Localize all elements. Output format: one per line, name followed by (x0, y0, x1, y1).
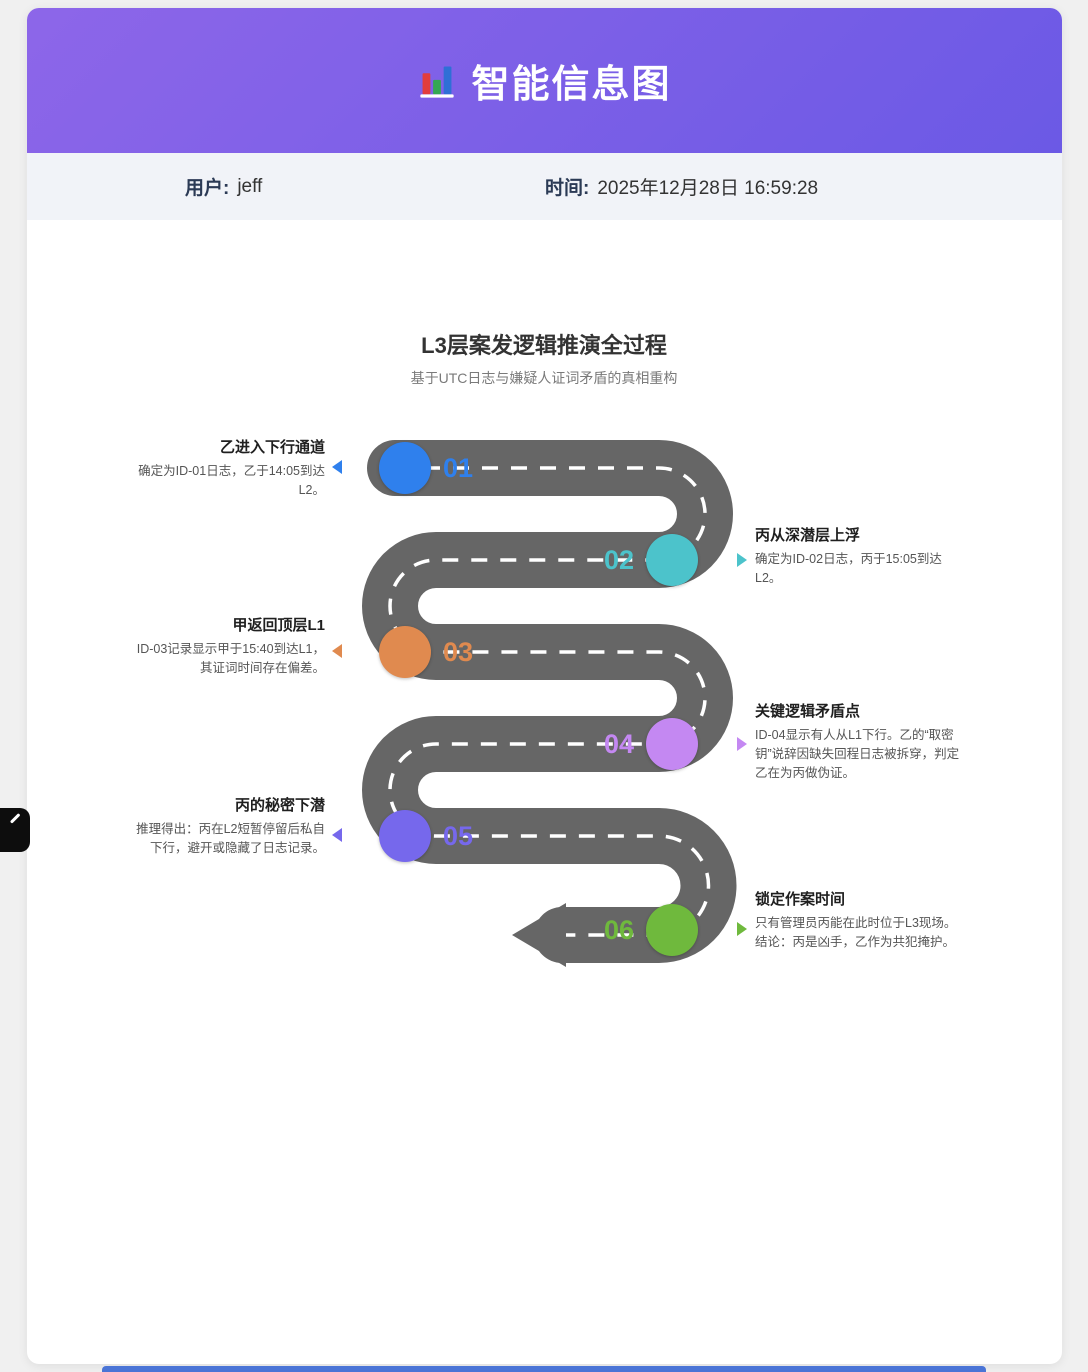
milestone-heading-02: 丙从深潜层上浮 (755, 527, 861, 544)
milestone-circle-05 (379, 810, 431, 862)
user-value: jeff (237, 175, 263, 197)
time-info: 时间: 2025年12月28日 16:59:28 (545, 153, 818, 220)
road-arrowhead (512, 903, 566, 967)
milestone-label-04: 关键逻辑矛盾点 ID-04显示有人从L1下行。乙的“取密钥”说辞因缺失回程日志被… (755, 700, 965, 782)
footer-accent-bar (102, 1366, 986, 1372)
milestone-pointer-04 (737, 737, 747, 751)
time-value: 2025年12月28日 16:59:28 (597, 178, 819, 199)
milestone-pointer-05 (332, 828, 342, 842)
bar-chart-icon (420, 66, 455, 98)
milestone-label-06: 锁定作案时间 只有管理员丙能在此时位于L3现场。结论：丙是凶手，乙作为共犯掩护。 (755, 888, 965, 952)
milestone-body-01: 确定为ID-01日志，乙于14:05到达L2。 (138, 464, 325, 497)
milestone-body-05: 推理得出：丙在L2短暂停留后私自下行，避开或隐藏了日志记录。 (136, 822, 325, 855)
milestone-circle-01 (379, 442, 431, 494)
milestone-circle-03 (379, 626, 431, 678)
app-header: 智能信息图 (27, 8, 1062, 153)
milestone-label-03: 甲返回顶层L1 ID-03记录显示甲于15:40到达L1，其证词时间存在偏差。 (125, 614, 325, 678)
milestone-label-05: 丙的秘密下潜 推理得出：丙在L2短暂停留后私自下行，避开或隐藏了日志记录。 (125, 794, 325, 858)
page-title: 智能信息图 (471, 64, 672, 106)
main-card: 智能信息图 用户: jeff 时间: 2025年12月28日 16:59:28 (27, 8, 1062, 1364)
milestone-number-04: 04 (603, 729, 634, 759)
milestone-body-06: 只有管理员丙能在此时位于L3现场。结论：丙是凶手，乙作为共犯掩护。 (755, 916, 957, 949)
milestone-heading-06: 锁定作案时间 (755, 891, 846, 908)
milestone-number-05: 05 (443, 821, 474, 851)
milestone-pointer-03 (332, 644, 342, 658)
side-toggle-icon (9, 813, 21, 824)
meta-bar: 用户: jeff 时间: 2025年12月28日 16:59:28 (27, 153, 1062, 220)
milestone-label-02: 丙从深潜层上浮 确定为ID-02日志，丙于15:05到达L2。 (755, 524, 965, 588)
milestone-heading-04: 关键逻辑矛盾点 (755, 703, 861, 720)
milestone-circle-04 (646, 718, 698, 770)
milestone-body-04: ID-04显示有人从L1下行。乙的“取密钥”说辞因缺失回程日志被拆穿，判定乙在为… (755, 728, 960, 780)
milestone-label-01: 乙进入下行通道 确定为ID-01日志，乙于14:05到达L2。 (125, 436, 325, 500)
milestone-pointer-01 (332, 460, 342, 474)
milestone-body-02: 确定为ID-02日志，丙于15:05到达L2。 (755, 552, 942, 585)
milestone-number-02: 02 (603, 545, 634, 575)
milestone-circle-02 (646, 534, 698, 586)
milestone-pointer-06 (737, 922, 747, 936)
user-label: 用户: (185, 178, 230, 199)
user-info: 用户: jeff (185, 153, 262, 220)
milestone-pointer-02 (737, 553, 747, 567)
time-label: 时间: (545, 178, 590, 199)
milestone-number-06: 06 (603, 915, 634, 945)
milestone-number-03: 03 (443, 637, 474, 667)
infographic-title: L3层案发逻辑推演全过程 (421, 333, 667, 358)
milestone-body-03: ID-03记录显示甲于15:40到达L1，其证词时间存在偏差。 (136, 642, 325, 675)
milestone-number-01: 01 (443, 453, 474, 483)
milestone-heading-05: 丙的秘密下潜 (234, 797, 325, 814)
milestone-circle-06 (646, 904, 698, 956)
side-toggle-button[interactable] (0, 808, 30, 852)
milestone-heading-01: 乙进入下行通道 (219, 439, 325, 456)
infographic-subtitle: 基于UTC日志与嫌疑人证词矛盾的真相重构 (410, 370, 678, 386)
milestone-heading-03: 甲返回顶层L1 (232, 617, 325, 634)
